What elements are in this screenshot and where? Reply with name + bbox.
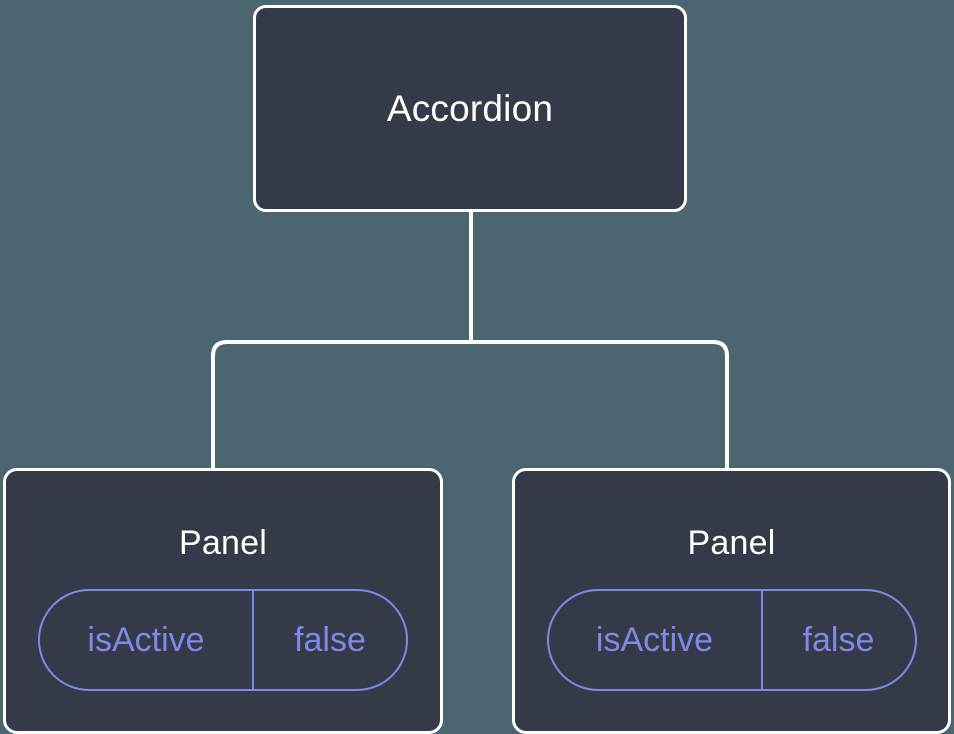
node-panel-1[interactable]: Panel isActive false [512, 468, 951, 734]
node-panel-0-label: Panel [179, 524, 267, 562]
state-value-panel-0: false [294, 621, 366, 659]
state-pill-panel-1[interactable]: isActive false [546, 589, 917, 691]
node-panel-1-label: Panel [687, 524, 776, 562]
edge-accordion-to-panel-0 [211, 209, 473, 474]
state-value-panel-1: false [802, 621, 875, 659]
node-accordion[interactable]: Accordion [253, 5, 687, 212]
state-key-panel-0: isActive [40, 591, 254, 689]
node-panel-0[interactable]: Panel isActive false [3, 468, 443, 734]
state-key-panel-1: isActive [549, 591, 763, 689]
edge-accordion-to-panel-1 [469, 209, 729, 474]
state-pill-panel-0[interactable]: isActive false [38, 589, 408, 691]
node-accordion-label: Accordion [386, 88, 554, 129]
